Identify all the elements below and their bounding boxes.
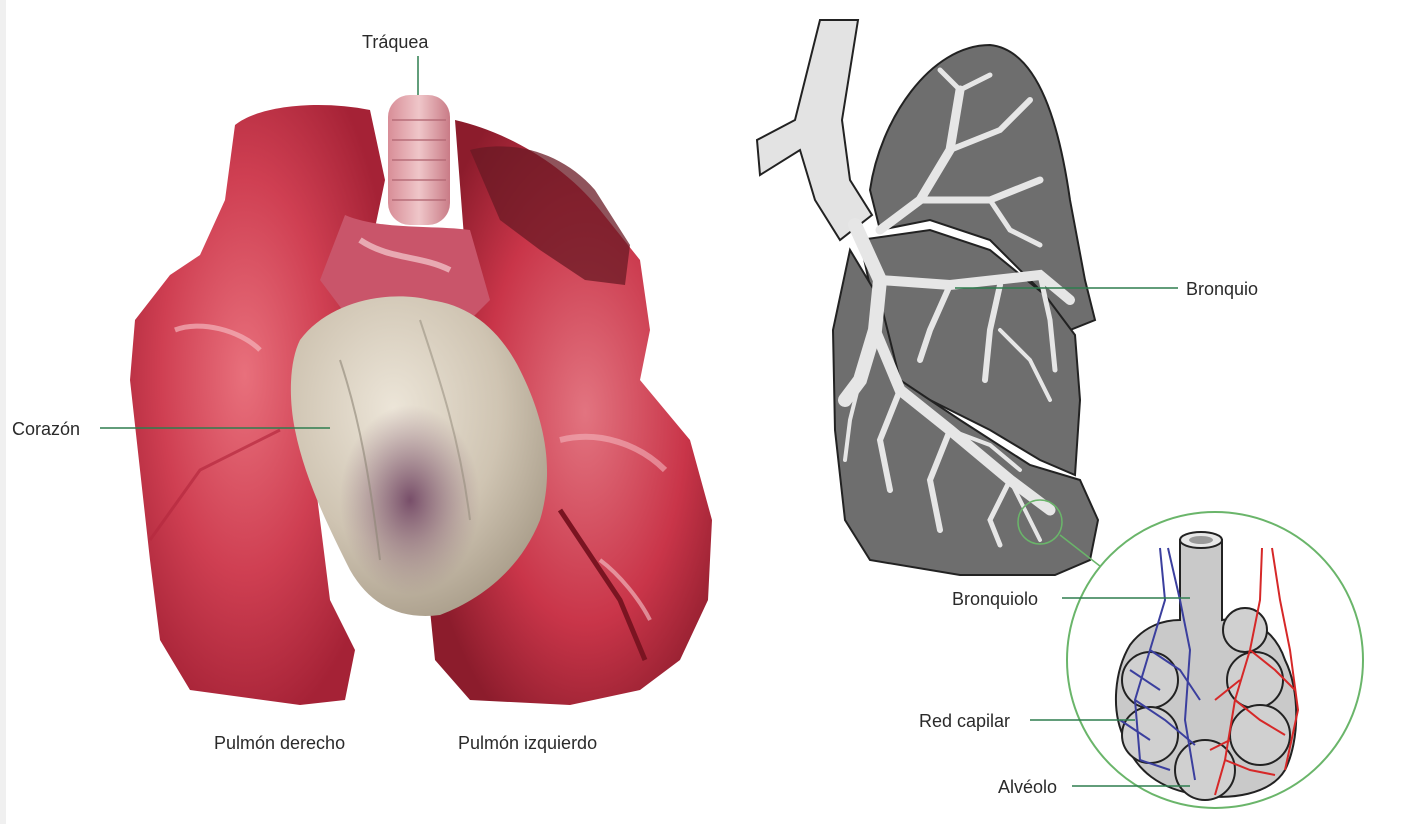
heart-bruise: [340, 405, 480, 595]
label-bronquiolo: Bronquiolo: [952, 589, 1038, 609]
label-traquea: Tráquea: [362, 32, 428, 52]
label-pulmon-izquierdo: Pulmón izquierdo: [458, 733, 597, 753]
label-pulmon-derecho: Pulmón derecho: [214, 733, 345, 753]
diagram-trachea: [757, 20, 872, 240]
label-alveolo: Alvéolo: [998, 777, 1057, 797]
label-red-capilar: Red capilar: [919, 711, 1010, 731]
label-bronquio: Bronquio: [1186, 279, 1258, 299]
label-corazon: Corazón: [12, 419, 80, 439]
lung-diagram: [757, 20, 1363, 808]
organ-illustration: [130, 95, 712, 705]
